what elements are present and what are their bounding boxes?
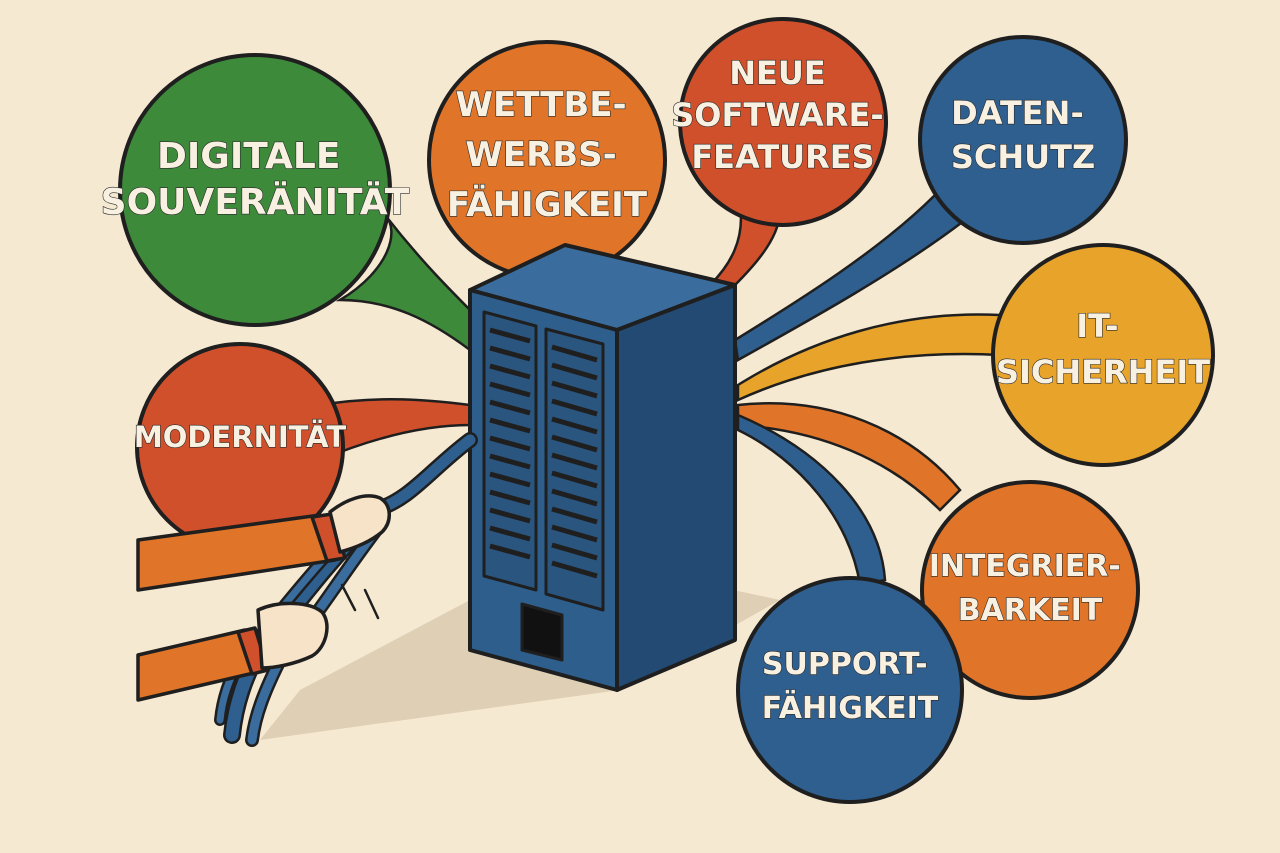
- server-vents: [489, 327, 598, 579]
- ribbon-supportfahigkeit: [736, 413, 887, 587]
- bubble-label-digitale-souveranitat: DIGITALE SOUVERÄNITÄT: [101, 136, 410, 223]
- ribbon-it-sicherheit: [736, 313, 1002, 402]
- bubble-label-datenschutz: DATEN- SCHUTZ: [951, 94, 1095, 176]
- server-tower-icon: [468, 243, 737, 692]
- bubble-label-supportfahigkeit: SUPPORT- FÄHIGKEIT: [762, 647, 939, 726]
- server-side-face: [615, 283, 737, 692]
- bubble-label-integrierbarkeit: INTEGRIER- BARKEIT: [929, 549, 1132, 628]
- bubble-digitale-souveranitat: DIGITALE SOUVERÄNITÄT: [100, 53, 410, 327]
- bubble-wettbewerbsfahigkeit: WETTBE- WERBS- FÄHIGKEIT: [427, 40, 667, 280]
- server-door: [520, 602, 564, 662]
- bubble-label-wettbewerbsfahigkeit: WETTBE- WERBS- FÄHIGKEIT: [447, 85, 648, 225]
- bubble-integrierbarkeit: INTEGRIER- BARKEIT: [920, 480, 1140, 700]
- upper-cuff: [310, 512, 347, 563]
- ribbon-integrierbarkeit: [736, 402, 962, 512]
- bubble-label-neue-software-features: NEUE SOFTWARE- FEATURES: [671, 54, 894, 176]
- lower-hand: [256, 601, 329, 670]
- bubble-supportfahigkeit: SUPPORT- FÄHIGKEIT: [736, 576, 964, 804]
- ribbon-datenschutz: [733, 193, 967, 362]
- hands-pulling-cables-icon: [136, 494, 391, 702]
- bubble-neue-software-features: NEUE SOFTWARE- FEATURES: [671, 17, 894, 227]
- ribbon-digitale-souveranitat: [335, 214, 482, 353]
- bubble-label-modernitat: MODERNITÄT: [134, 420, 347, 454]
- upper-hand: [328, 494, 391, 554]
- bubble-label-it-sicherheit: IT- SICHERHEIT: [996, 307, 1210, 391]
- bubble-datenschutz: DATEN- SCHUTZ: [918, 35, 1128, 245]
- bubble-it-sicherheit: IT- SICHERHEIT: [991, 243, 1215, 467]
- bubble-modernitat: MODERNITÄT: [133, 342, 347, 552]
- topic-bubbles: DIGITALE SOUVERÄNITÄT WETTBE- WERBS- FÄH…: [100, 17, 1215, 804]
